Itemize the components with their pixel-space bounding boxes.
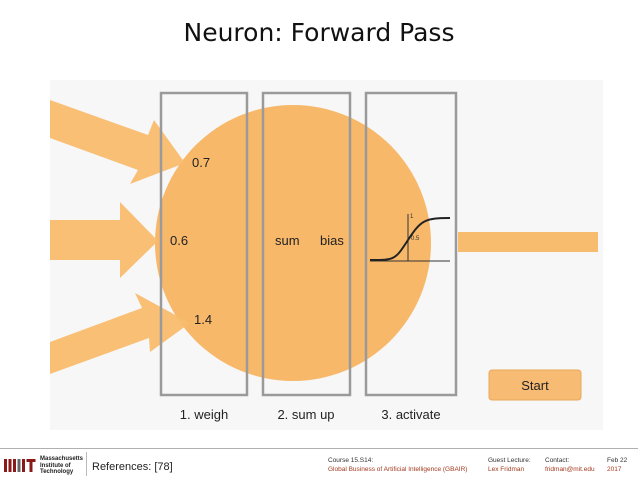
input-value-3: 1.4 xyxy=(194,312,212,327)
footer-guest: Guest Lecture: Lex Fridman xyxy=(488,457,531,473)
stage-label-sum: 2. sum up xyxy=(277,407,334,422)
sum-label: sum xyxy=(275,233,300,248)
start-button-label: Start xyxy=(521,378,549,393)
input-arrow-bottom xyxy=(50,293,190,374)
stage-box-weigh xyxy=(159,91,249,397)
footer-date: Feb 22 2017 xyxy=(607,457,628,473)
stage-box-activate xyxy=(364,91,458,397)
sigmoid-icon: 1 0.5 xyxy=(369,214,451,262)
stage-label-weigh: 1. weigh xyxy=(180,407,228,422)
mit-wordmark: Massachusetts Institute of Technology xyxy=(40,456,84,475)
neuron-body xyxy=(155,105,431,381)
input-value-2: 0.6 xyxy=(170,233,188,248)
input-arrow-middle xyxy=(50,202,158,278)
bias-label: bias xyxy=(320,233,344,248)
input-value-1: 0.7 xyxy=(192,155,210,170)
mit-logo-icon xyxy=(4,459,36,472)
start-button[interactable]: Start xyxy=(488,369,582,401)
stage-label-activate: 3. activate xyxy=(381,407,440,422)
footer-course: Course 15.S14: Global Business of Artifi… xyxy=(328,457,468,473)
references-text: References: [78] xyxy=(92,461,173,473)
footer-separator xyxy=(86,452,87,476)
neuron-diagram: 0.7 0.6 1.4 sum bias 1 0.5 1. weigh 2. s… xyxy=(50,91,598,422)
output-arrow xyxy=(458,232,598,252)
slide-title: Neuron: Forward Pass xyxy=(183,18,455,47)
sigmoid-top-label: 1 xyxy=(410,214,414,220)
sigmoid-mid-label: 0.5 xyxy=(411,236,420,242)
input-arrow-top xyxy=(50,100,185,184)
footer-contact: Contact: fridman@mit.edu xyxy=(545,457,595,473)
stage-box-sum xyxy=(261,91,352,397)
footer-divider xyxy=(0,448,638,449)
